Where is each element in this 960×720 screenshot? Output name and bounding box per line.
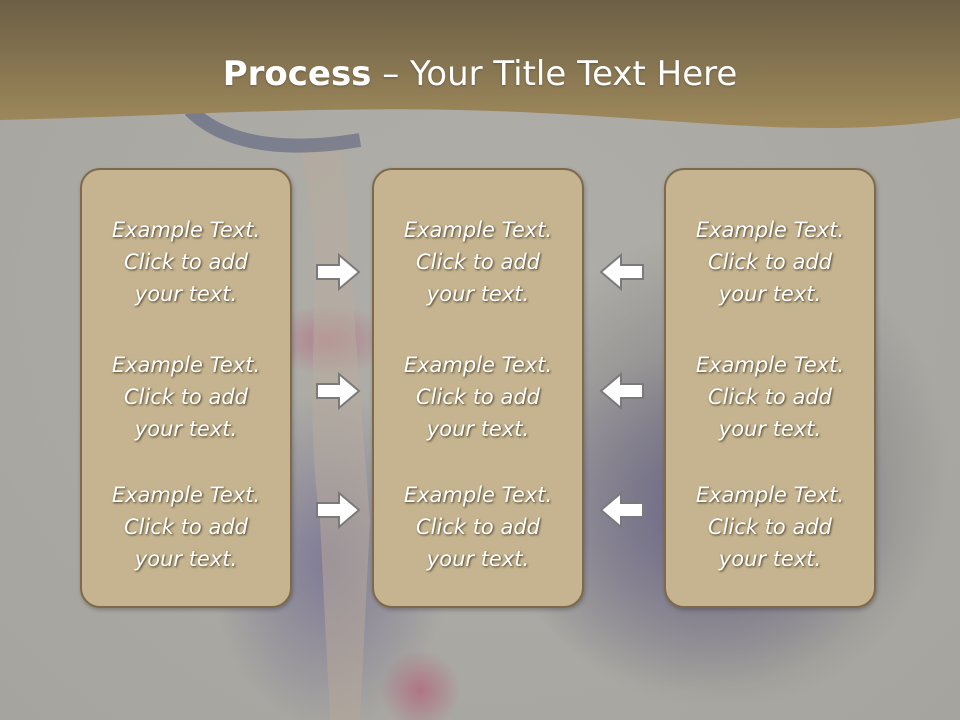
arrow-right-icon[interactable]	[314, 371, 362, 411]
text-line: Click to add	[707, 515, 832, 539]
slide-title[interactable]: Process – Your Title Text Here	[0, 52, 960, 96]
arrow-left-icon[interactable]	[598, 490, 646, 530]
text-line: your text.	[134, 547, 238, 571]
title-rest: – Your Title Text Here	[371, 54, 738, 94]
arrow-right-icon[interactable]	[314, 252, 362, 292]
process-panel-3[interactable]: Example Text. Click to add your text. Ex…	[664, 168, 876, 608]
process-panel-1[interactable]: Example Text. Click to add your text. Ex…	[80, 168, 292, 608]
arrow-left-icon[interactable]	[598, 371, 646, 411]
text-line: Example Text.	[695, 218, 845, 242]
text-line: your text.	[426, 417, 530, 441]
text-line: Example Text.	[403, 353, 553, 377]
text-line: Example Text.	[111, 353, 261, 377]
text-line: your text.	[718, 417, 822, 441]
text-line: Example Text.	[403, 218, 553, 242]
arrow-right-icon[interactable]	[314, 490, 362, 530]
text-line: your text.	[134, 282, 238, 306]
text-line: Click to add	[707, 385, 832, 409]
title-bold: Process	[222, 54, 372, 94]
text-line: Click to add	[123, 515, 248, 539]
panel-text[interactable]: Example Text. Click to add your text.	[374, 479, 582, 575]
panel-text[interactable]: Example Text. Click to add your text.	[374, 349, 582, 445]
text-line: your text.	[134, 417, 238, 441]
text-line: Click to add	[123, 385, 248, 409]
panel-text[interactable]: Example Text. Click to add your text.	[666, 214, 874, 310]
text-line: Click to add	[415, 515, 540, 539]
text-line: Example Text.	[695, 353, 845, 377]
text-line: your text.	[718, 547, 822, 571]
text-line: Example Text.	[111, 483, 261, 507]
text-line: your text.	[426, 282, 530, 306]
text-line: Example Text.	[111, 218, 261, 242]
text-line: Click to add	[415, 385, 540, 409]
panel-text[interactable]: Example Text. Click to add your text.	[82, 479, 290, 575]
header-band	[0, 0, 960, 128]
text-line: your text.	[718, 282, 822, 306]
panel-text[interactable]: Example Text. Click to add your text.	[374, 214, 582, 310]
panel-text[interactable]: Example Text. Click to add your text.	[666, 349, 874, 445]
text-line: Example Text.	[403, 483, 553, 507]
panel-text[interactable]: Example Text. Click to add your text.	[82, 349, 290, 445]
text-line: Click to add	[707, 250, 832, 274]
panel-text[interactable]: Example Text. Click to add your text.	[82, 214, 290, 310]
text-line: Click to add	[123, 250, 248, 274]
arrow-left-icon[interactable]	[598, 252, 646, 292]
text-line: Click to add	[415, 250, 540, 274]
panel-text[interactable]: Example Text. Click to add your text.	[666, 479, 874, 575]
process-panel-2[interactable]: Example Text. Click to add your text. Ex…	[372, 168, 584, 608]
text-line: your text.	[426, 547, 530, 571]
text-line: Example Text.	[695, 483, 845, 507]
